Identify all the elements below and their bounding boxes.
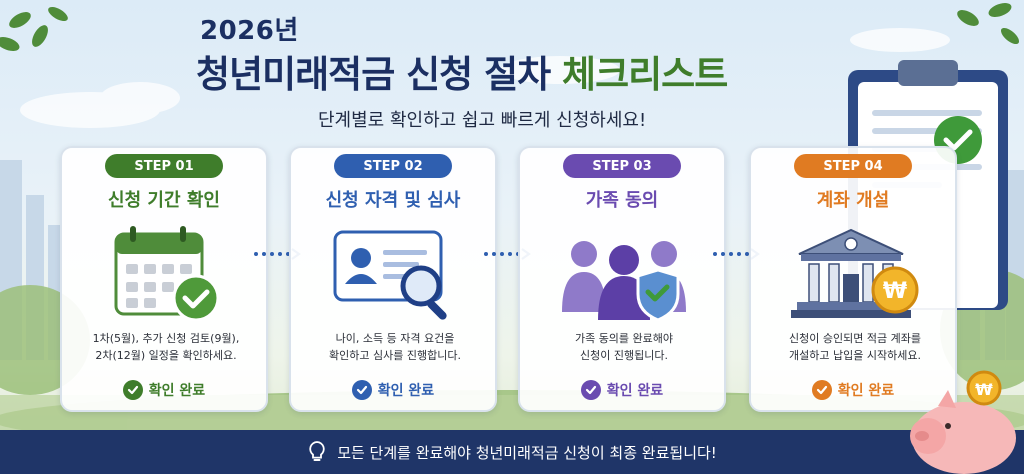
step-description-line: 나이, 소득 등 자격 요건을 [335, 332, 455, 345]
step-pill: STEP 03 [563, 154, 681, 178]
step-description-line: 신청이 진행됩니다. [580, 349, 668, 362]
status-label: 확인 완료 [606, 383, 664, 399]
step-card-1: STEP 01 신청 기간 확인 1차(5월), 추가 신청 검토(9월), 2… [60, 146, 268, 412]
family-shield-icon [562, 241, 686, 322]
step-title: 신청 기간 확인 [108, 190, 220, 211]
step-description-line: 1차(5월), 추가 신청 검토(9월), [92, 332, 240, 345]
step-status: 확인 완료 [751, 380, 955, 400]
bank-coin-icon: ₩ [791, 228, 919, 318]
step-pill: STEP 04 [794, 154, 912, 178]
step-card-3: STEP 03 가족 동의 가족 동의를 완료해야 신청이 진행됩니다. 확인 … [518, 146, 726, 412]
page-title: 청년미래적금 신청 절차 체크리스트 [196, 44, 728, 98]
step-pill: STEP 02 [334, 154, 452, 178]
piggy-bank-icon: ₩ [910, 370, 1016, 474]
coin-won-symbol: ₩ [975, 380, 993, 399]
step-status: 확인 완료 [520, 380, 724, 400]
step-title: 가족 동의 [585, 190, 659, 211]
step-description: 신청이 승인되면 적금 계좌를 개설하고 납입을 시작하세요. [755, 330, 955, 364]
coin-won-symbol: ₩ [883, 279, 907, 304]
calendar-check-icon [114, 226, 220, 322]
footer-banner: 모든 단계를 완료해야 청년미래적금 신청이 최종 완료됩니다! [0, 430, 1024, 474]
step-description-line: 2차(12월) 일정을 확인하세요. [95, 349, 237, 362]
title-accent: 체크리스트 [562, 53, 728, 96]
step-description: 가족 동의를 완료해야 신청이 진행됩니다. [524, 330, 724, 364]
step-card-2: STEP 02 신청 자격 및 심사 나이, 소득 등 자격 요건을 확인하고 … [289, 146, 497, 412]
step-description-line: 확인하고 심사를 진행합니다. [329, 349, 461, 362]
step-status: 확인 완료 [62, 380, 266, 400]
title-main: 청년미래적금 신청 절차 [196, 53, 563, 96]
year-label: 2026년 [200, 16, 299, 46]
status-label: 확인 완료 [377, 383, 435, 399]
step-description-line: 가족 동의를 완료해야 [574, 332, 674, 345]
step-card-4: STEP 04 계좌 개설 ₩ 신청이 승인되면 적금 계좌를 개설하고 납입을… [749, 146, 957, 412]
status-label: 확인 완료 [148, 383, 206, 399]
step-description: 나이, 소득 등 자격 요건을 확인하고 심사를 진행합니다. [295, 330, 495, 364]
step-description: 1차(5월), 추가 신청 검토(9월), 2차(12월) 일정을 확인하세요. [66, 330, 266, 364]
step-status: 확인 완료 [291, 380, 495, 400]
lightbulb-icon [309, 441, 325, 461]
step-description-line: 신청이 승인되면 적금 계좌를 [789, 332, 921, 345]
step-pill: STEP 01 [105, 154, 223, 178]
check-circle-icon [580, 380, 601, 400]
check-circle-icon [351, 380, 372, 400]
step-title: 계좌 개설 [816, 190, 890, 211]
check-circle-icon [122, 380, 143, 400]
page-subtitle: 단계별로 확인하고 쉽고 빠르게 신청하세요! [318, 110, 647, 131]
footer-text: 모든 단계를 완료해야 청년미래적금 신청이 최종 완료됩니다! [337, 443, 717, 462]
step-title: 신청 자격 및 심사 [325, 190, 461, 211]
id-card-search-icon [333, 230, 447, 320]
step-description-line: 개설하고 납입을 시작하세요. [789, 349, 921, 362]
check-circle-icon [811, 380, 832, 400]
status-label: 확인 완료 [837, 383, 895, 399]
